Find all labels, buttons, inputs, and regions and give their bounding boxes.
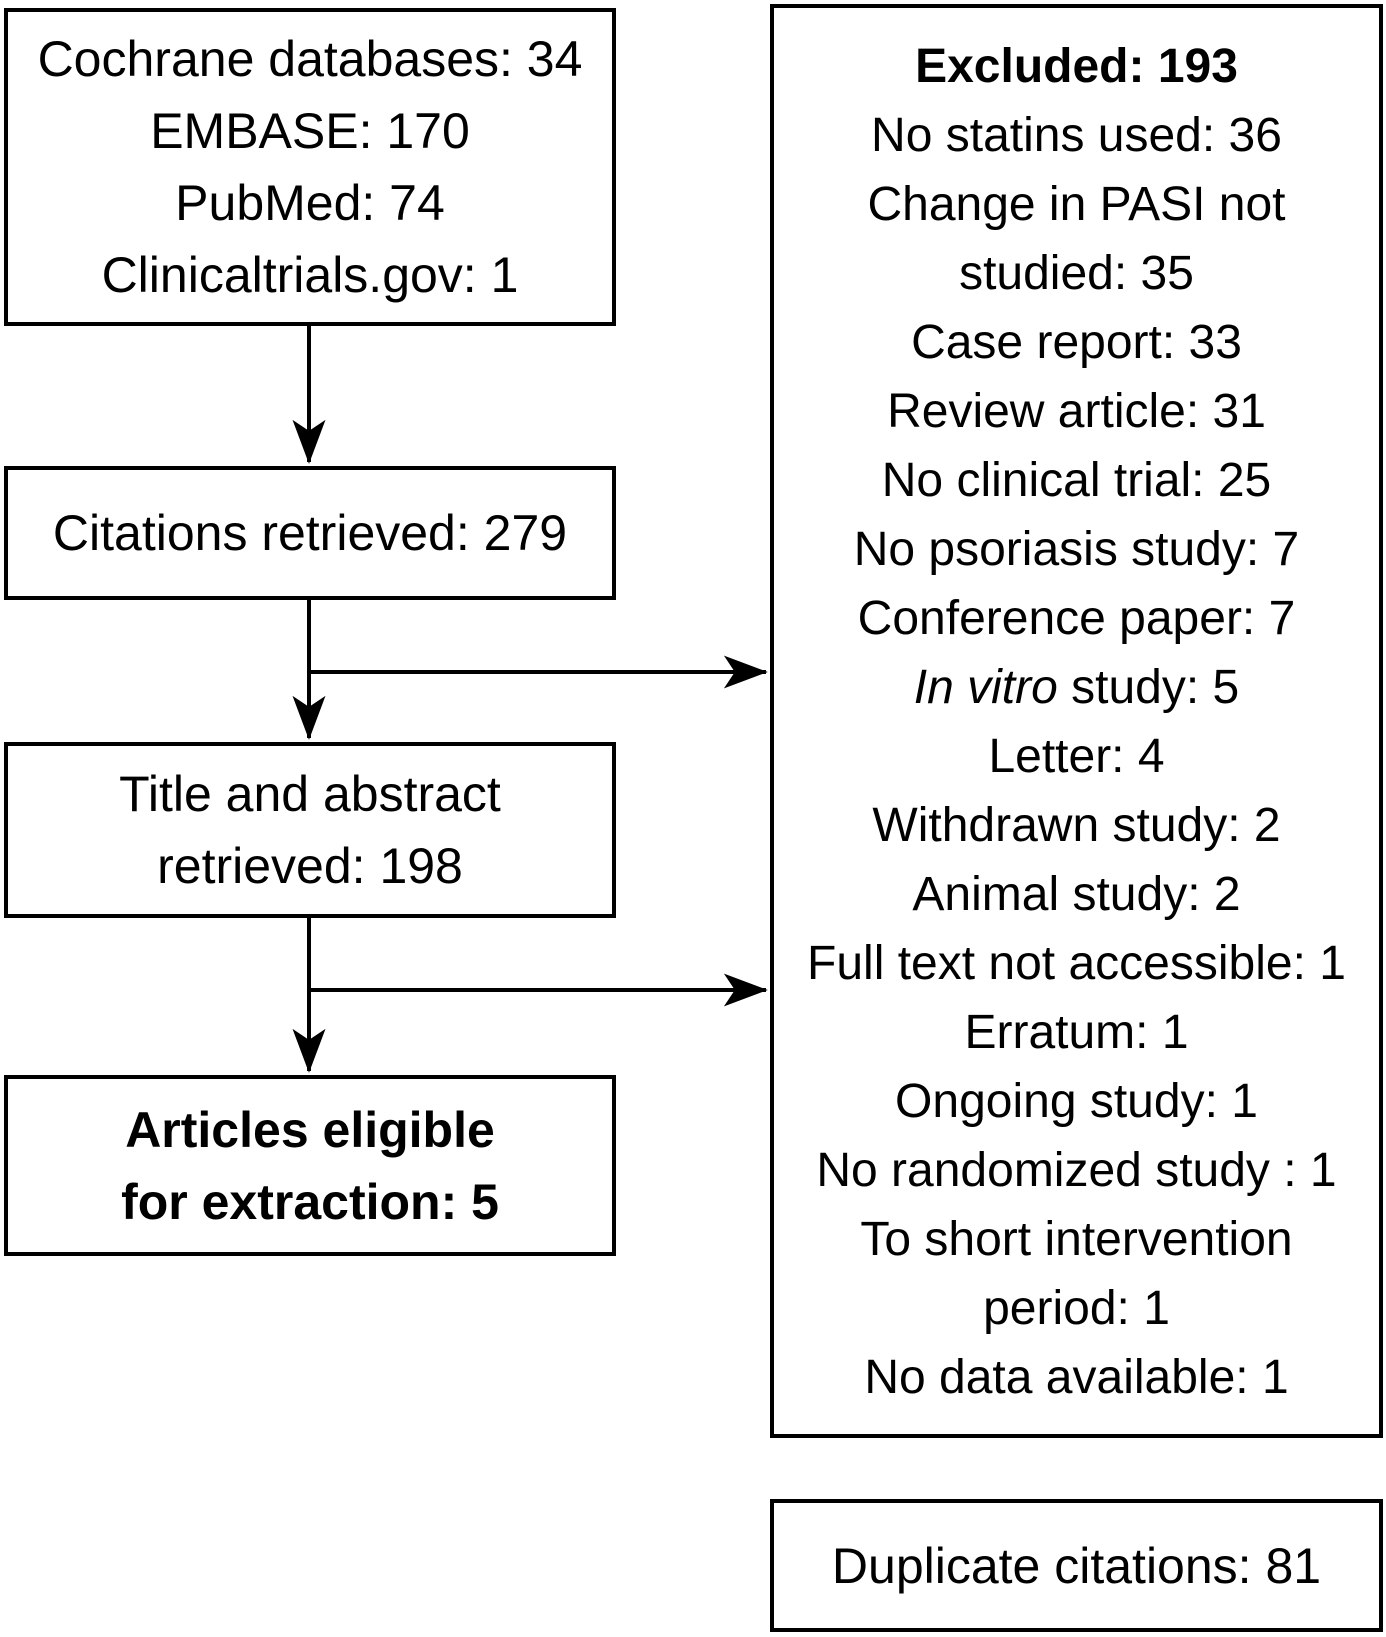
sources-line-cochrane: Cochrane databases: 34 [37, 31, 583, 87]
citations-retrieved-label: Citations retrieved: 279 [52, 505, 568, 561]
articles-eligible-line-1: Articles eligible [125, 1101, 495, 1158]
excluded-item: No data available: 1 [864, 1351, 1289, 1404]
excluded-item: Conference paper: 7 [857, 592, 1296, 645]
title-abstract-line-2: retrieved: 198 [157, 838, 463, 894]
articles-eligible-line-2: for extraction: 5 [121, 1173, 499, 1230]
sources-box: Cochrane databases: 34 EMBASE: 170 PubMe… [4, 8, 616, 326]
excluded-item: Letter: 4 [988, 730, 1165, 783]
title-abstract-box: Title and abstract retrieved: 198 [4, 742, 616, 918]
citations-retrieved-box: Citations retrieved: 279 [4, 466, 616, 600]
excluded-item: Case report: 33 [911, 316, 1242, 369]
duplicate-citations-label: Duplicate citations: 81 [831, 1537, 1322, 1594]
excluded-item: No psoriasis study: 7 [853, 523, 1300, 576]
excluded-item: Review article: 31 [887, 385, 1266, 438]
sources-line-pubmed: PubMed: 74 [175, 175, 445, 231]
excluded-item: No statins used: 36 [871, 109, 1282, 162]
excluded-item: Ongoing study: 1 [895, 1075, 1258, 1128]
excluded-item: No randomized study : 1 [816, 1144, 1337, 1197]
excluded-item: In vitro study: 5 [913, 661, 1240, 714]
excluded-item: Erratum: 1 [964, 1006, 1189, 1059]
articles-eligible-box: Articles eligible for extraction: 5 [4, 1075, 616, 1256]
excluded-item: Withdrawn study: 2 [872, 799, 1281, 852]
duplicate-citations-box: Duplicate citations: 81 [770, 1499, 1383, 1632]
sources-line-clinicaltrials: Clinicaltrials.gov: 1 [101, 247, 519, 303]
excluded-box: Excluded: 193 No statins used: 36 Change … [770, 4, 1383, 1438]
sources-line-embase: EMBASE: 170 [150, 103, 470, 159]
excluded-item: No clinical trial: 25 [881, 454, 1272, 507]
title-abstract-line-1: Title and abstract [119, 766, 501, 822]
excluded-item: Full text not accessible: 1 [807, 937, 1346, 990]
excluded-item: Animal study: 2 [912, 868, 1241, 921]
excluded-title: Excluded: 193 [915, 40, 1238, 93]
